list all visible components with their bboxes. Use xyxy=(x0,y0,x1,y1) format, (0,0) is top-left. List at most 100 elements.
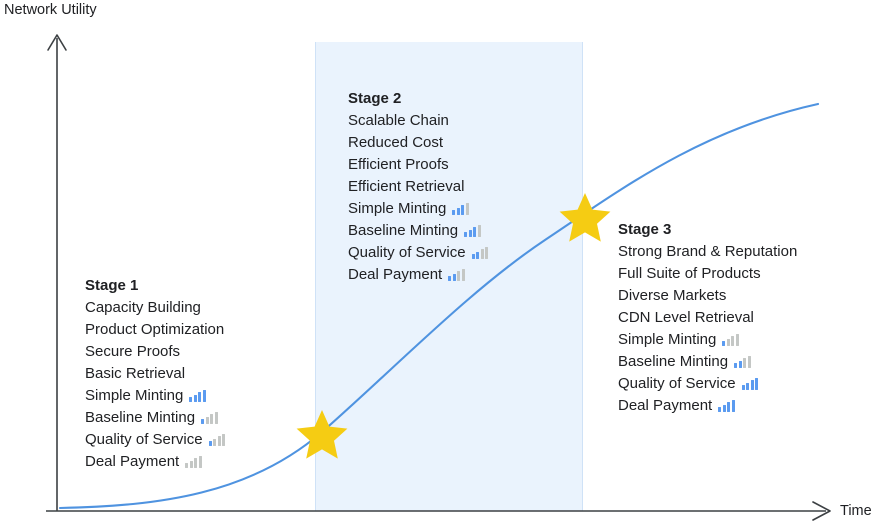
signal-bar-1 xyxy=(201,419,205,424)
signal-bar-1 xyxy=(471,254,475,259)
signal-bar-4 xyxy=(755,377,759,390)
signal-bar-1 xyxy=(741,385,745,390)
signal-bar-4 xyxy=(485,246,489,259)
signal-bar-1 xyxy=(452,210,456,215)
signal-bars-icon xyxy=(448,268,465,281)
stage-3-title: Stage 3 xyxy=(618,221,672,238)
stage-item: Baseline Minting xyxy=(85,407,225,429)
stage-item-label: Strong Brand & Reputation xyxy=(618,243,798,260)
signal-bar-2 xyxy=(746,382,750,390)
signal-bar-3 xyxy=(743,358,747,368)
signal-bar-3 xyxy=(194,458,198,468)
signal-bar-3 xyxy=(480,249,484,259)
signal-bar-3 xyxy=(727,402,731,412)
stage-item-label: Deal Payment xyxy=(85,453,180,470)
signal-bar-2 xyxy=(189,460,193,468)
signal-bar-4 xyxy=(747,355,751,368)
stage-item: Diverse Markets xyxy=(618,285,797,307)
signal-bars-icon xyxy=(471,246,489,259)
stage-item: Simple Minting xyxy=(85,385,225,407)
stage-item: Quality of Service xyxy=(618,373,797,395)
stage-item-label: Basic Retrieval xyxy=(85,365,186,382)
signal-bar-2 xyxy=(193,394,197,402)
stage-item: Quality of Service xyxy=(348,242,489,264)
stage-item: Quality of Service xyxy=(85,429,226,451)
signal-bar-3 xyxy=(473,227,477,237)
stage-item-label: Quality of Service xyxy=(618,375,736,392)
stage-item: Simple Minting xyxy=(348,198,488,220)
stage-item-label: Product Optimization xyxy=(85,321,225,338)
signal-bar-3 xyxy=(198,392,202,402)
stage-item-label: Scalable Chain xyxy=(348,112,449,129)
y-axis-arrowhead xyxy=(47,34,67,51)
signal-bar-1 xyxy=(185,463,189,468)
signal-bar-1 xyxy=(718,407,722,412)
signal-bar-3 xyxy=(457,271,461,281)
stage-2-title: Stage 2 xyxy=(348,90,402,107)
signal-bar-4 xyxy=(461,268,465,281)
stage-item-label: Efficient Proofs xyxy=(348,156,449,173)
signal-bar-2 xyxy=(722,404,726,412)
stage-item: Secure Proofs xyxy=(85,341,225,363)
stage-item: Baseline Minting xyxy=(348,220,488,242)
stage-item: Deal Payment xyxy=(85,451,225,473)
signal-bars-icon xyxy=(722,333,739,346)
stage-item-label: CDN Level Retrieval xyxy=(618,309,754,326)
signal-bars-icon xyxy=(718,399,735,412)
signal-bars-icon xyxy=(201,411,218,424)
signal-bar-2 xyxy=(738,360,742,368)
signal-bar-1 xyxy=(734,363,738,368)
stage-item: Deal Payment xyxy=(348,264,488,286)
stage-item-label: Full Suite of Products xyxy=(618,265,761,282)
stage-item: Reduced Cost xyxy=(348,132,488,154)
stage-item: Product Optimization xyxy=(85,319,225,341)
stage-item-label: Secure Proofs xyxy=(85,343,181,360)
signal-bar-4 xyxy=(735,333,739,346)
stage-item-label: Quality of Service xyxy=(348,244,466,261)
signal-bar-2 xyxy=(476,251,480,259)
stage-1-to-2-milestone-star xyxy=(296,410,348,459)
signal-bar-4 xyxy=(214,411,218,424)
signal-bar-1 xyxy=(722,341,726,346)
signal-bar-4 xyxy=(222,433,226,446)
signal-bar-4 xyxy=(198,455,202,468)
signal-bar-3 xyxy=(461,205,465,215)
stage-item-label: Baseline Minting xyxy=(618,353,729,370)
stage-item: Basic Retrieval xyxy=(85,363,225,385)
stage-item-label: Deal Payment xyxy=(618,397,713,414)
stage-item-label: Deal Payment xyxy=(348,266,443,283)
signal-bars-icon xyxy=(741,377,759,390)
signal-bar-1 xyxy=(208,441,212,446)
signal-bar-1 xyxy=(189,397,193,402)
stage-item-label: Capacity Building xyxy=(85,299,201,316)
stage-item: Full Suite of Products xyxy=(618,263,797,285)
signal-bar-2 xyxy=(456,207,460,215)
signal-bar-3 xyxy=(750,380,754,390)
stage-item: Strong Brand & Reputation xyxy=(618,241,797,263)
y-axis-label: Network Utility xyxy=(4,2,97,18)
signal-bar-2 xyxy=(205,416,209,424)
signal-bar-1 xyxy=(464,232,468,237)
signal-bars-icon xyxy=(185,455,202,468)
stage-item-label: Reduced Cost xyxy=(348,134,444,151)
stage-item: CDN Level Retrieval xyxy=(618,307,797,329)
signal-bars-icon xyxy=(189,389,206,402)
signal-bar-3 xyxy=(217,436,221,446)
signal-bar-4 xyxy=(731,399,735,412)
stage-item-label: Simple Minting xyxy=(618,331,717,348)
utility-s-curve xyxy=(58,102,820,510)
signal-bar-1 xyxy=(448,276,452,281)
x-axis-arrowhead xyxy=(812,501,831,521)
signal-bar-4 xyxy=(202,389,206,402)
stage-item-label: Diverse Markets xyxy=(618,287,727,304)
stage-item-label: Baseline Minting xyxy=(85,409,196,426)
stage-item: Capacity Building xyxy=(85,297,225,319)
signal-bar-2 xyxy=(726,338,730,346)
x-axis-label: Time xyxy=(840,503,872,519)
signal-bars-icon xyxy=(452,202,469,215)
stage-item-label: Efficient Retrieval xyxy=(348,178,465,195)
stage-item: Efficient Proofs xyxy=(348,154,488,176)
